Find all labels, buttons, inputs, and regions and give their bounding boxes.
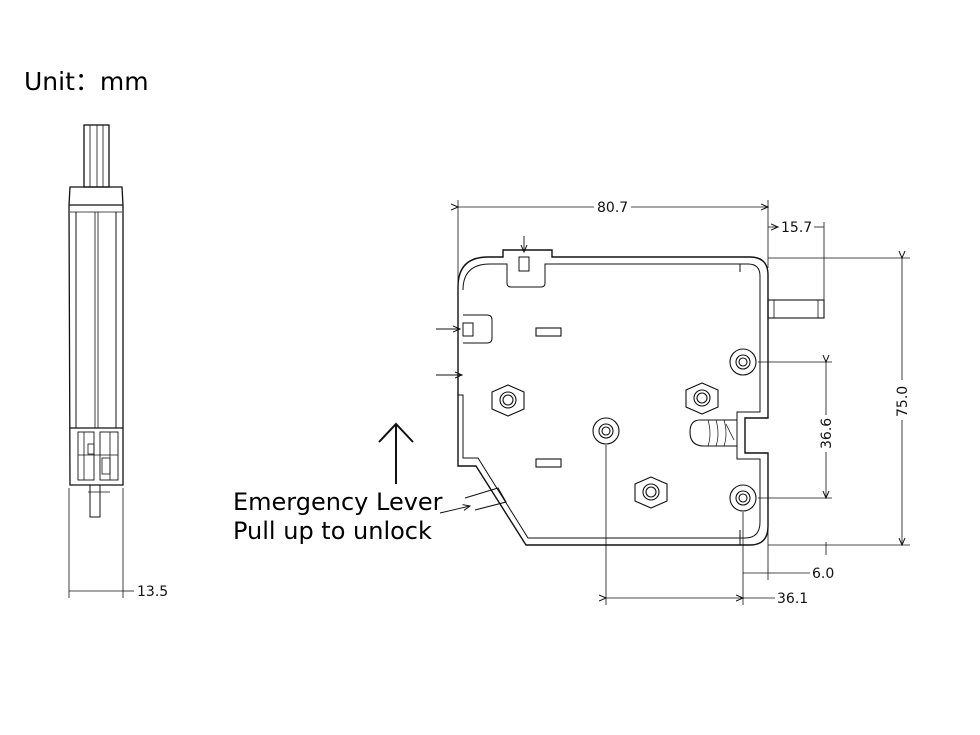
- side-lever: [89, 484, 101, 518]
- dim-hole-spacing-v: 36.6: [819, 418, 835, 449]
- hex-screw: [634, 476, 668, 509]
- lock-body-outline: [457, 249, 769, 546]
- dim-hole-spacing-h: 36.1: [777, 591, 808, 607]
- lower-slot: [535, 458, 562, 468]
- mounting-holes: [592, 348, 757, 512]
- annotation-line2: Pull up to unlock: [233, 517, 432, 545]
- dim-overall-width: 80.7: [597, 200, 628, 216]
- dim-edge-offset: 6.0: [812, 566, 834, 582]
- dim-height: 75.0: [895, 386, 911, 417]
- mounting-hole: [729, 484, 757, 512]
- upper-slot: [535, 327, 562, 337]
- dimension-lines: [458, 200, 910, 605]
- up-arrow: [378, 422, 414, 484]
- pointer-arrows: [436, 236, 524, 514]
- hex-screw: [685, 382, 719, 415]
- dim-bolt-length: 15.7: [781, 220, 812, 236]
- mounting-hole: [592, 417, 620, 445]
- side-view: [68, 124, 134, 598]
- lock-body-inner: [458, 263, 761, 539]
- front-bolt: [767, 299, 825, 319]
- side-bolt: [83, 124, 110, 188]
- dim-side-width: 13.5: [137, 584, 168, 600]
- latch-tongue: [689, 419, 737, 447]
- hex-screw: [491, 384, 525, 417]
- unit-title: Unit：mm: [24, 67, 149, 96]
- annotation-line1: Emergency Lever: [233, 488, 443, 516]
- mounting-hole: [729, 348, 757, 376]
- side-body: [68, 186, 124, 486]
- front-view: [457, 249, 825, 546]
- hex-screws: [491, 382, 719, 509]
- emergency-lever-arm: [464, 487, 507, 511]
